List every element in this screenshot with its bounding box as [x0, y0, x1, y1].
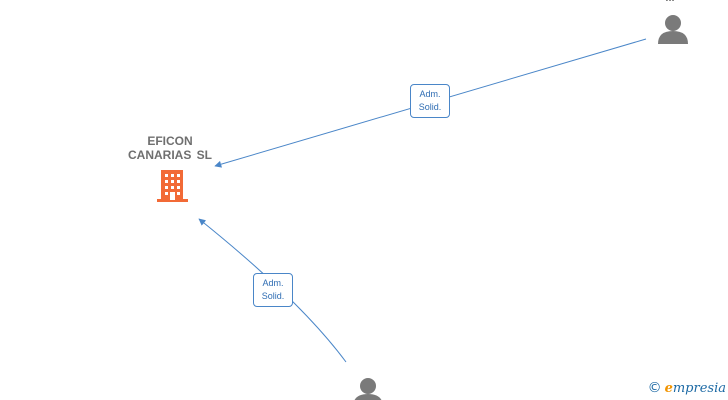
person-name-top-right: ...	[630, 0, 710, 4]
copyright-icon: ©	[647, 380, 662, 396]
edge-label-line1: Adm.	[419, 89, 441, 99]
brand-logo: empresia	[664, 380, 726, 396]
person-icon[interactable]	[658, 15, 688, 44]
edge-label-line2: Solid.	[418, 102, 442, 112]
company-name-line1: EFICON	[147, 134, 193, 148]
edge-label-line2: Solid.	[261, 291, 285, 301]
edge-label-top: Adm. Solid.	[410, 84, 450, 118]
edge-label-bottom: Adm. Solid.	[253, 273, 293, 307]
person-icon[interactable]	[353, 378, 383, 400]
company-name-line2: CANARIAS SL	[127, 148, 212, 162]
company-name[interactable]: EFICON CANARIAS SL	[110, 134, 230, 162]
edge-label-line1: Adm.	[262, 278, 284, 288]
building-icon[interactable]	[157, 170, 188, 202]
watermark: © empresia	[648, 380, 726, 396]
